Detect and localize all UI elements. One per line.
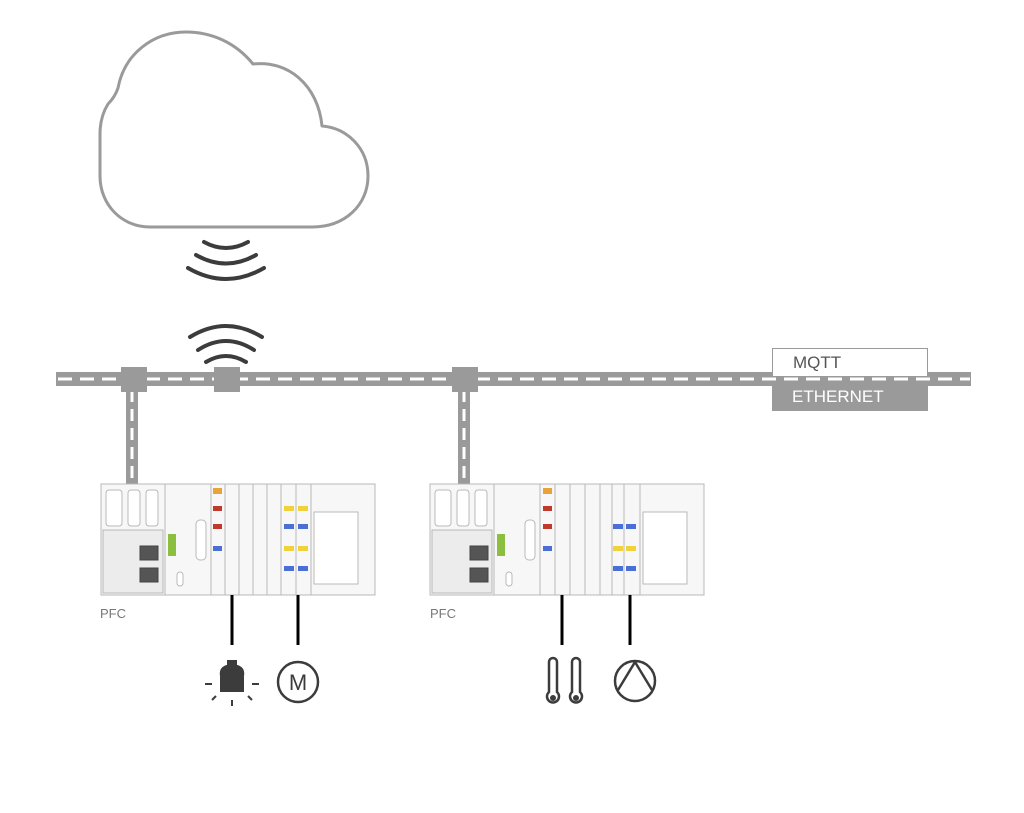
pfc-label-right: PFC (430, 606, 456, 621)
junction-box (121, 367, 147, 392)
ethernet-label-box: ETHERNET (772, 383, 928, 411)
svg-text:M: M (289, 670, 307, 695)
mqtt-label: MQTT (793, 353, 842, 372)
ethernet-bus (56, 372, 971, 386)
mqtt-label-box: MQTT (772, 348, 928, 377)
junction-box (214, 367, 240, 392)
pfc-controller-left (100, 483, 376, 596)
bus-drop-left (126, 386, 138, 486)
light-bulb-icon (205, 660, 259, 706)
bus-drop-right (458, 386, 470, 486)
cloud-icon (98, 30, 370, 229)
junction-box (452, 367, 478, 392)
motor-icon: M (276, 660, 320, 704)
output-wires (230, 595, 632, 645)
thermometer-icon (545, 656, 584, 704)
wireless-signal-icon (186, 240, 266, 281)
pfc-label-left: PFC (100, 606, 126, 621)
pump-icon (613, 659, 657, 703)
pfc-controller-right (429, 483, 705, 596)
ethernet-label: ETHERNET (792, 387, 884, 406)
wireless-signal-icon (188, 324, 264, 364)
